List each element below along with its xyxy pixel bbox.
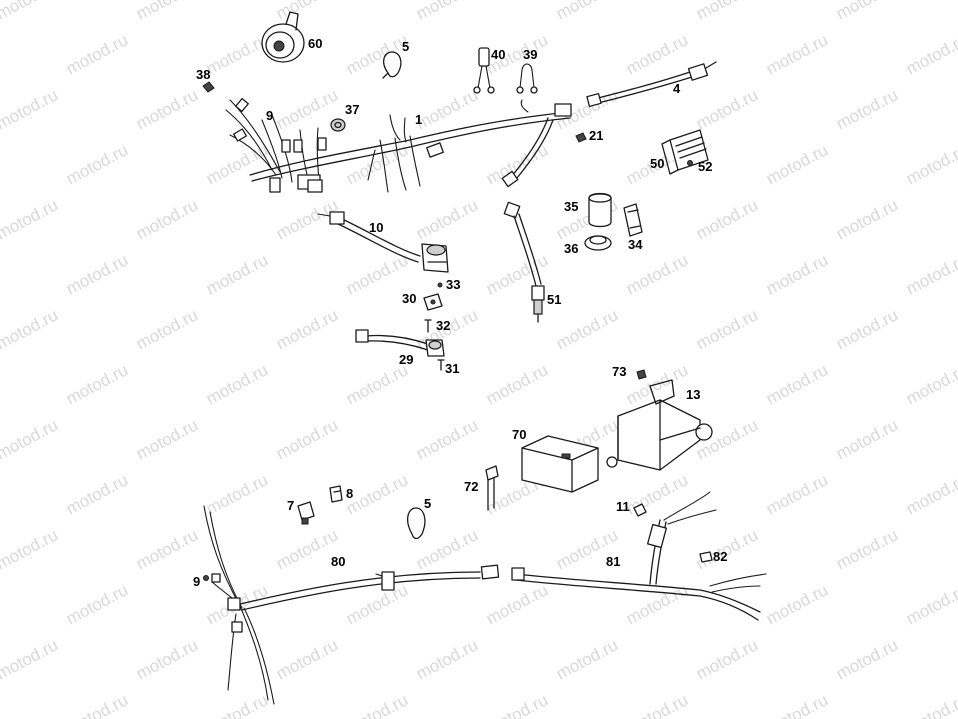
part-label-35: 35 xyxy=(564,199,579,214)
part-label-37: 37 xyxy=(345,102,360,117)
part-label-70: 70 xyxy=(512,427,527,442)
part-label-11: 11 xyxy=(616,499,630,514)
small-connector-part xyxy=(202,81,215,93)
part-label-34: 34 xyxy=(628,237,643,252)
rear-harness-part xyxy=(511,491,767,621)
part-label-7: 7 xyxy=(287,498,295,513)
clip-part xyxy=(699,551,713,563)
part-label-40: 40 xyxy=(491,47,506,62)
part-label-52: 52 xyxy=(698,159,713,174)
main-wiring-harness xyxy=(225,97,572,193)
part-label-72: 72 xyxy=(464,479,479,494)
part-label-73: 73 xyxy=(612,364,627,379)
relay-part xyxy=(588,192,612,228)
part-label-30: 30 xyxy=(402,291,417,306)
part-label-8: 8 xyxy=(346,486,354,501)
part-label-5-lower: 5 xyxy=(424,496,432,511)
part-label-32: 32 xyxy=(436,318,451,333)
part-label-36: 36 xyxy=(564,241,579,256)
fuse-puller-part xyxy=(485,465,499,511)
fuse-holder-part xyxy=(473,47,495,94)
connector-part xyxy=(633,503,647,517)
part-label-51: 51 xyxy=(547,292,562,307)
wire-loop-part xyxy=(516,63,538,94)
grommet-part xyxy=(330,118,346,132)
screw-small-part xyxy=(437,359,445,371)
relay-small-part xyxy=(297,501,315,525)
bracket-plate-part xyxy=(623,203,643,237)
part-label-82: 82 xyxy=(713,549,728,564)
cable-tie-part xyxy=(382,51,402,79)
screw-part xyxy=(575,132,587,143)
mounting-bracket-part xyxy=(606,379,713,471)
harness-segment-part xyxy=(586,61,717,108)
part-label-29: 29 xyxy=(399,352,414,367)
switch-assembly-part xyxy=(355,329,445,357)
part-label-1: 1 xyxy=(415,112,423,127)
part-label-81: 81 xyxy=(606,554,621,569)
horn-part xyxy=(261,11,305,63)
part-label-4: 4 xyxy=(673,81,681,96)
switch-harness-part xyxy=(317,211,449,273)
regulator-part xyxy=(661,129,709,175)
part-label-9-lower: 9 xyxy=(193,574,201,589)
part-label-9-upper: 9 xyxy=(266,108,274,123)
front-harness-part xyxy=(203,505,500,705)
part-label-21: 21 xyxy=(589,128,604,143)
part-label-13: 13 xyxy=(686,387,701,402)
part-label-5-upper: 5 xyxy=(402,39,410,54)
bracket-small-part xyxy=(329,485,343,503)
cover-part xyxy=(423,293,443,311)
part-label-31: 31 xyxy=(445,361,460,376)
part-label-60: 60 xyxy=(308,36,323,51)
part-label-38: 38 xyxy=(196,67,211,82)
part-label-33: 33 xyxy=(446,277,461,292)
sleeve-part-lower xyxy=(203,575,209,581)
relay-holder-part xyxy=(584,235,612,251)
pin-part xyxy=(437,282,443,288)
part-label-80: 80 xyxy=(331,554,346,569)
battery-part xyxy=(521,435,599,493)
sensor-part xyxy=(503,201,545,323)
part-label-50: 50 xyxy=(650,156,665,171)
bolt-part xyxy=(424,319,432,333)
bolt-bracket-part xyxy=(636,369,647,380)
part-label-39: 39 xyxy=(523,47,538,62)
nut-part xyxy=(687,160,693,166)
part-label-10: 10 xyxy=(369,220,384,235)
cable-tie-lower-part xyxy=(406,507,426,540)
